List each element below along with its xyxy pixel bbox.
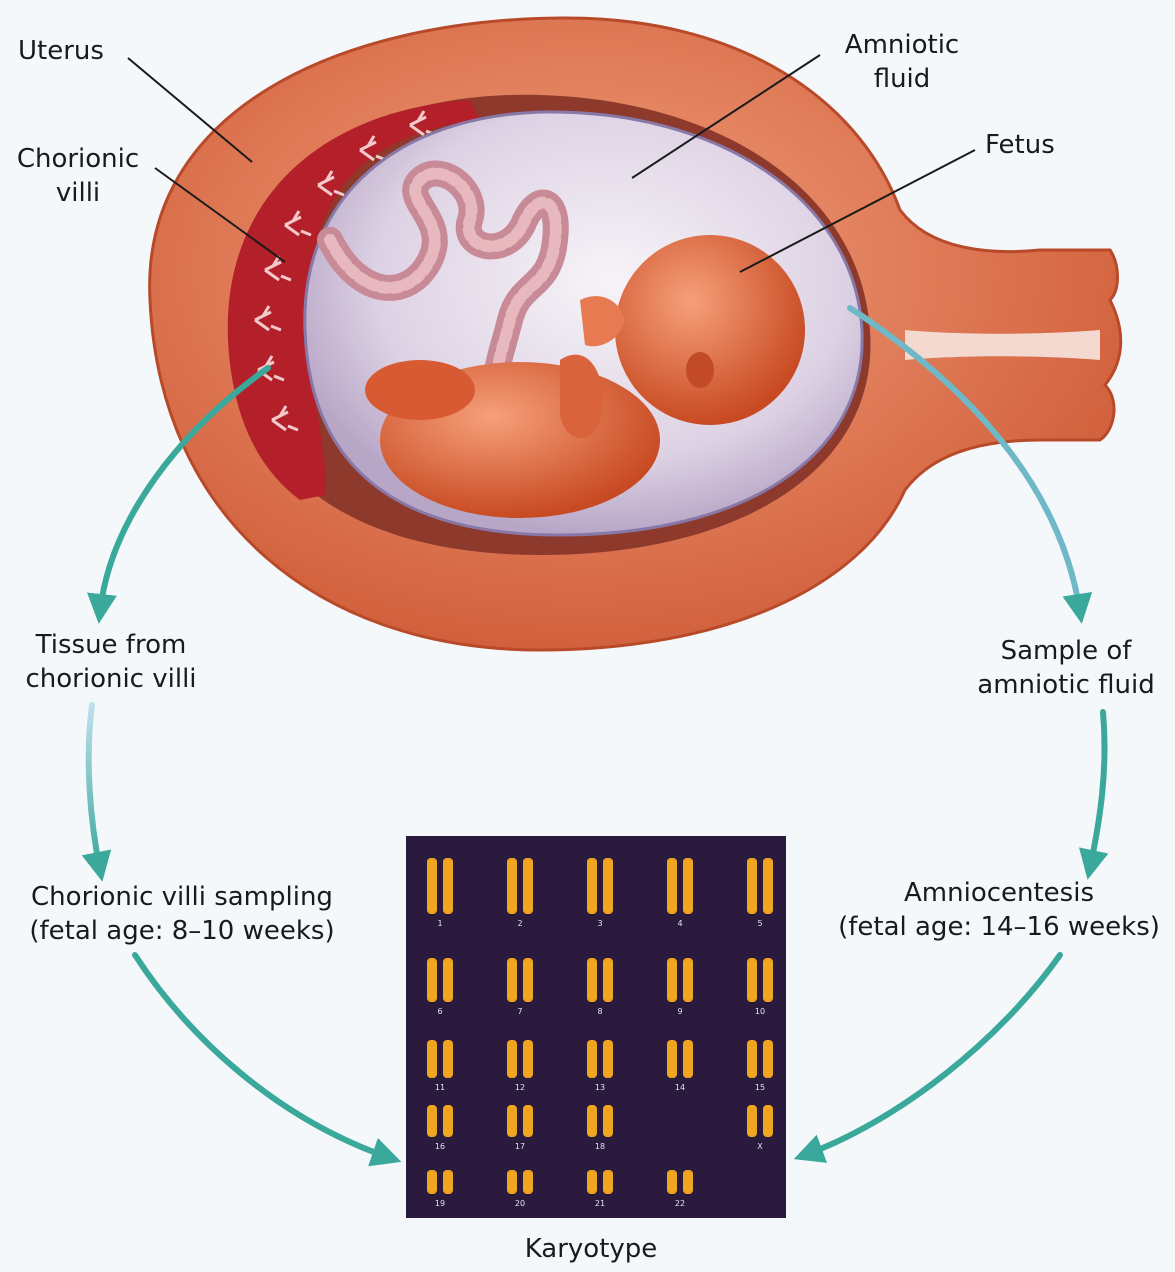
chromosome xyxy=(443,1170,453,1194)
chromosome-number: 18 xyxy=(595,1142,605,1151)
chromosome xyxy=(427,858,437,914)
chromosome-number: 4 xyxy=(677,919,682,928)
chromosome xyxy=(523,1040,533,1078)
label-uterus: Uterus xyxy=(18,34,104,68)
label-sample-of-amniotic-fluid: Sample of amniotic fluid xyxy=(960,634,1172,702)
chromosome xyxy=(427,1040,437,1078)
chromosome-number: 22 xyxy=(675,1199,685,1208)
chromosome xyxy=(427,958,437,1002)
label-amniocentesis: Amniocentesis (fetal age: 14–16 weeks) xyxy=(826,876,1172,944)
chromosome-number: 12 xyxy=(515,1083,525,1092)
chromosome xyxy=(587,858,597,914)
chromosome xyxy=(507,1170,517,1194)
chromosome xyxy=(603,1105,613,1137)
chromosome xyxy=(667,1040,677,1078)
chromosome xyxy=(443,1040,453,1078)
chromosome xyxy=(507,858,517,914)
chromosome-number: 10 xyxy=(755,1007,765,1016)
chromosome xyxy=(443,858,453,914)
chromosome xyxy=(603,858,613,914)
label-amniotic-fluid: Amniotic fluid xyxy=(812,28,992,96)
chromosome-number: X xyxy=(757,1142,763,1151)
chromosome xyxy=(747,858,757,914)
chromosome-number: 17 xyxy=(515,1142,525,1151)
arrow-tissue-to-cvs xyxy=(89,705,100,870)
chromosome xyxy=(427,1170,437,1194)
chromosome-number: 8 xyxy=(597,1007,602,1016)
chromosome xyxy=(683,958,693,1002)
chromosome xyxy=(507,958,517,1002)
chromosome xyxy=(683,858,693,914)
chromosome-number: 19 xyxy=(435,1199,445,1208)
chromosome xyxy=(523,958,533,1002)
chromosome xyxy=(763,1040,773,1078)
chromosome xyxy=(603,958,613,1002)
chromosome-number: 3 xyxy=(597,919,602,928)
chromosome xyxy=(523,1105,533,1137)
chromosome xyxy=(507,1105,517,1137)
chromosome xyxy=(747,1040,757,1078)
chromosome-number: 13 xyxy=(595,1083,605,1092)
label-chorionic-villi: Chorionic villi xyxy=(8,142,148,210)
chromosome-number: 16 xyxy=(435,1142,445,1151)
chromosome-number: 2 xyxy=(517,919,522,928)
chromosome xyxy=(763,958,773,1002)
chromosome xyxy=(587,1040,597,1078)
chromosome xyxy=(667,958,677,1002)
chromosome-number: 15 xyxy=(755,1083,765,1092)
label-chorionic-villi-sampling: Chorionic villi sampling (fetal age: 8–1… xyxy=(4,880,360,948)
chromosome-number: 5 xyxy=(757,919,762,928)
arrow-amnio-to-karyotype xyxy=(805,955,1060,1155)
chromosome xyxy=(523,1170,533,1194)
chromosome xyxy=(427,1105,437,1137)
chromosome xyxy=(443,958,453,1002)
chromosome xyxy=(603,1040,613,1078)
chromosome-number: 1 xyxy=(437,919,442,928)
arrow-sample-to-amnio xyxy=(1090,712,1105,868)
arrow-cvs-to-karyotype xyxy=(135,955,390,1158)
chromosome xyxy=(507,1040,517,1078)
chromosome xyxy=(683,1170,693,1194)
chromosome-number: 11 xyxy=(435,1083,445,1092)
chromosome-number: 21 xyxy=(595,1199,605,1208)
chromosome xyxy=(763,1105,773,1137)
chromosome xyxy=(603,1170,613,1194)
chromosome-number: 9 xyxy=(677,1007,682,1016)
label-tissue-from-chorionic-villi: Tissue from chorionic villi xyxy=(2,628,220,696)
chromosome-number: 14 xyxy=(675,1083,685,1092)
chromosome xyxy=(587,958,597,1002)
chromosome xyxy=(763,858,773,914)
chromosome xyxy=(587,1105,597,1137)
chromosome xyxy=(683,1040,693,1078)
chromosome-number: 20 xyxy=(515,1199,525,1208)
chromosome xyxy=(747,958,757,1002)
chromosome xyxy=(667,1170,677,1194)
chromosome xyxy=(587,1170,597,1194)
chromosome xyxy=(523,858,533,914)
label-karyotype: Karyotype xyxy=(486,1232,696,1266)
chromosome-number: 7 xyxy=(517,1007,522,1016)
chromosome-number: 6 xyxy=(437,1007,442,1016)
chromosome xyxy=(667,858,677,914)
chromosome xyxy=(443,1105,453,1137)
chromosome xyxy=(747,1105,757,1137)
label-fetus: Fetus xyxy=(985,128,1055,162)
